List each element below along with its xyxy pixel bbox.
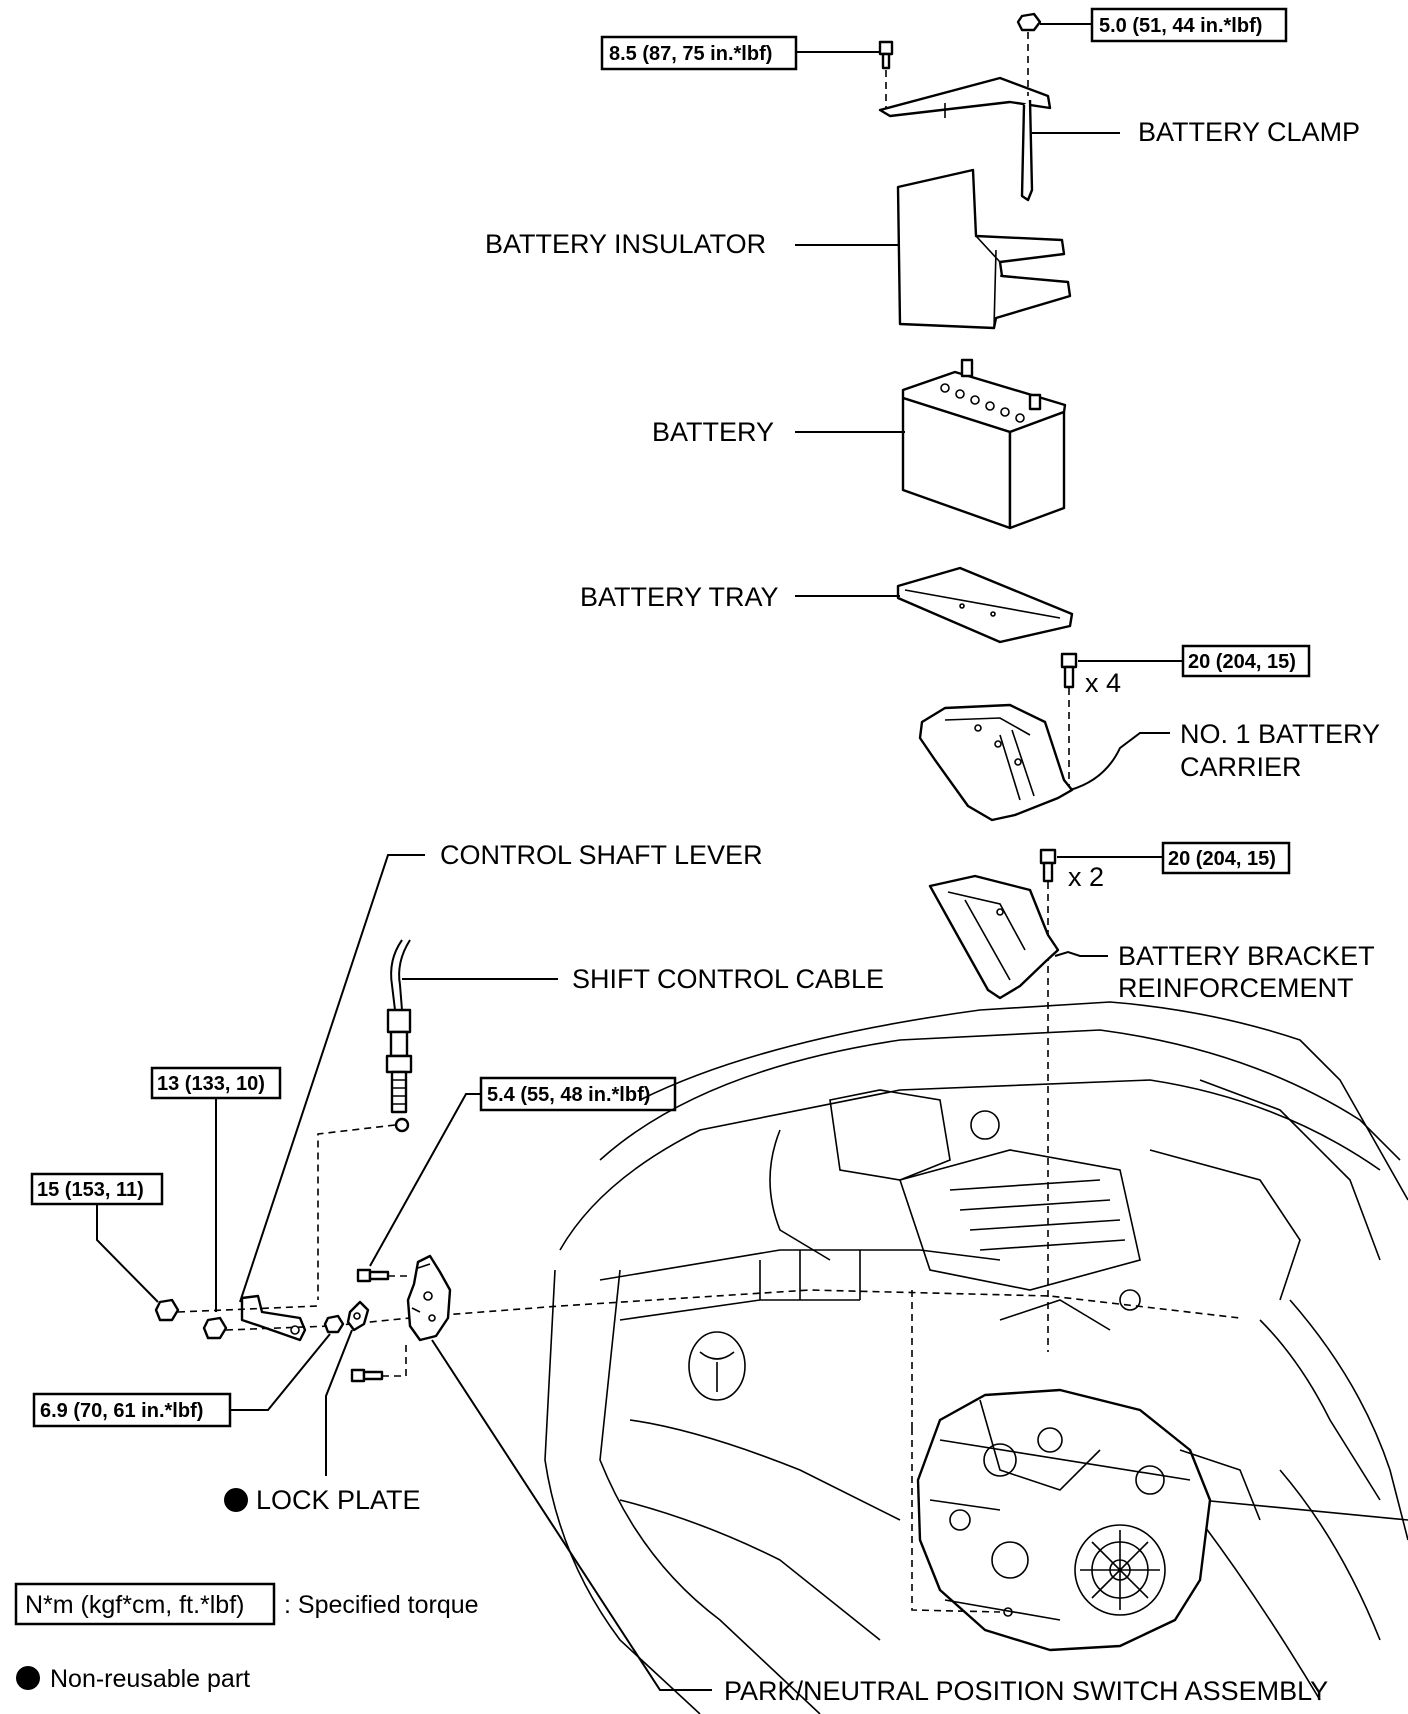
label-reinforcement-1: BATTERY BRACKET [1118,941,1375,971]
clamp-nut-icon [1016,12,1042,32]
torque-box-switch-bolt: 5.4 (55, 48 in.*lbf) [479,1076,677,1112]
label-battery-clamp: BATTERY CLAMP [1138,117,1360,147]
reinforcement-bolt-icon [1039,848,1057,883]
torque-box-lever-nut: 13 (133, 10) [150,1066,282,1100]
label-battery: BATTERY [652,417,774,447]
clamp-bolt-icon [878,40,894,70]
svg-text:15 (153, 11): 15 (153, 11) [37,1179,144,1201]
nonreusable-dot-icon [224,1488,248,1512]
quantity-carrier-bolts: x 4 [1085,668,1121,698]
label-shift-control-cable: SHIFT CONTROL CABLE [572,964,884,994]
svg-text:: Specified torque: : Specified torque [284,1591,479,1619]
leader-battery-bracket-reinforcement [1054,950,1108,957]
label-battery-insulator: BATTERY INSULATOR [485,229,766,259]
svg-text:Non-reusable part: Non-reusable part [50,1665,250,1693]
label-no1-battery-carrier-2: CARRIER [1180,752,1302,782]
battery-bracket-reinforcement [928,874,1060,1000]
svg-text:6.9 (70, 61 in.*lbf): 6.9 (70, 61 in.*lbf) [40,1400,203,1422]
switch-bolt-lower-icon [350,1368,384,1383]
legend-nonreusable: Non-reusable part [16,1665,250,1693]
label-park-neutral-switch: PARK/NEUTRAL POSITION SWITCH ASSEMBLY [724,1676,1328,1706]
battery-clamp [878,76,1052,202]
control-shaft-lever [240,1294,307,1342]
label-reinforcement-2: REINFORCEMENT [1118,973,1354,1003]
vehicle-engine-bay-illustration [544,1001,1408,1714]
lock-plate-icon [346,1300,370,1332]
leader-lock-plate [325,1329,353,1476]
battery-insulator [896,168,1072,330]
switch-bolt-upper-icon [356,1268,390,1283]
lever-nut-icon [202,1316,228,1340]
torque-box-clamp-nut: 5.0 (51, 44 in.*lbf) [1090,7,1288,43]
svg-text:5.4 (55, 48 in.*lbf): 5.4 (55, 48 in.*lbf) [487,1084,650,1106]
svg-text:5.0 (51, 44 in.*lbf): 5.0 (51, 44 in.*lbf) [1099,15,1262,37]
no1-battery-carrier [918,703,1074,822]
label-lock-plate: LOCK PLATE [256,1485,421,1515]
svg-text:20 (204, 15): 20 (204, 15) [1188,651,1296,673]
carrier-bolt-icon [1060,652,1078,689]
transmission-illustration [916,1388,1261,1652]
battery-tray [896,566,1074,644]
svg-text:8.5 (87, 75 in.*lbf): 8.5 (87, 75 in.*lbf) [609,43,772,65]
park-neutral-position-switch [406,1254,452,1342]
switch-nut-icon [323,1314,345,1334]
torque-box-carrier-bolt: 20 (204, 15) [1181,644,1311,678]
torque-box-cable-nut: 15 (153, 11) [30,1172,164,1206]
svg-text:N*m (kgf*cm, ft.*lbf): N*m (kgf*cm, ft.*lbf) [25,1591,244,1619]
svg-text:13 (133, 10): 13 (133, 10) [157,1073,265,1095]
label-battery-tray: BATTERY TRAY [580,582,779,612]
torque-box-reinforcement-bolt: 20 (204, 15) [1161,841,1291,875]
legend-specified-torque: N*m (kgf*cm, ft.*lbf) : Specified torque [14,1582,479,1626]
battery-icon [901,358,1067,530]
shift-control-cable [385,939,413,1133]
svg-text:20 (204, 15): 20 (204, 15) [1168,848,1276,870]
leader-control-shaft-lever [239,854,425,1303]
label-no1-battery-carrier-1: NO. 1 BATTERY [1180,719,1380,749]
quantity-reinforcement-bolts: x 2 [1068,862,1104,892]
leader-no1-battery-carrier [1069,732,1170,791]
torque-box-clamp-bolt: 8.5 (87, 75 in.*lbf) [600,35,798,71]
cable-nut-icon [154,1298,180,1322]
torque-box-switch-nut: 6.9 (70, 61 in.*lbf) [32,1392,232,1428]
label-control-shaft-lever: CONTROL SHAFT LEVER [440,840,763,870]
nonreusable-legend-dot-icon [16,1666,40,1690]
leader-park-neutral-switch [431,1339,712,1691]
